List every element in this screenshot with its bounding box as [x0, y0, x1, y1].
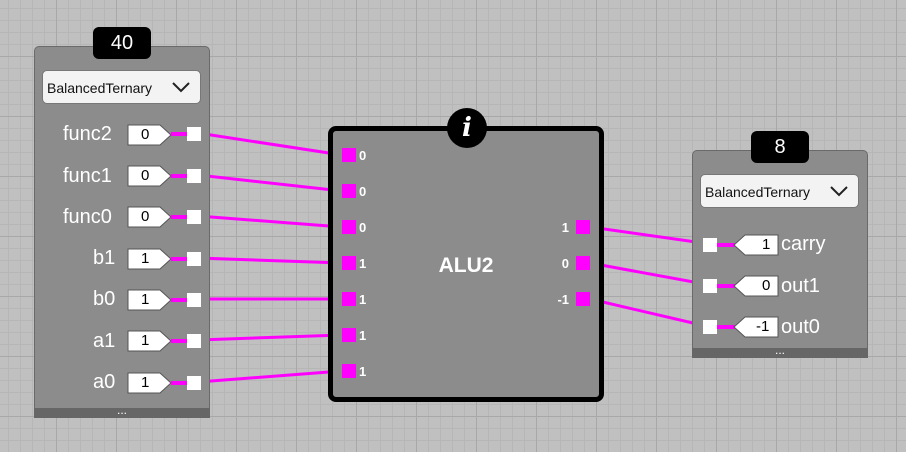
chip-input-pin-1[interactable]	[342, 148, 356, 162]
input-row-label-a0: a0	[93, 371, 116, 393]
chip-input-pin-label-7: 1	[359, 364, 367, 379]
chip-output-pin-1[interactable]	[576, 220, 590, 234]
input-port-a1[interactable]	[187, 334, 201, 348]
chip-output-pin-label-1: 1	[561, 220, 569, 235]
input-port-b0[interactable]	[187, 293, 201, 307]
output-mode-dropdown[interactable]: BalancedTernary	[700, 174, 859, 208]
input-row-label-a1: a1	[93, 330, 116, 352]
input-row-label-b1: b1	[93, 247, 116, 269]
input-tag-a0[interactable]	[127, 372, 173, 394]
chip-output-pin-label-3: -1	[557, 292, 569, 307]
wire-carry	[589, 225, 711, 246]
chevron-down-icon	[830, 186, 848, 197]
input-stub-func0	[171, 215, 187, 219]
output-value-carry: 1	[762, 236, 771, 253]
output-panel-footer[interactable]: ...	[692, 344, 868, 358]
wire-func2	[197, 131, 343, 157]
output-port-carry[interactable]	[703, 238, 717, 252]
chip-input-pin-5[interactable]	[342, 292, 356, 306]
output-stub-out0	[717, 325, 735, 329]
output-tag-out1	[733, 275, 779, 297]
input-value-b1: 1	[141, 250, 150, 267]
input-port-func1[interactable]	[187, 169, 201, 183]
output-port-out0[interactable]	[703, 320, 717, 334]
input-value-a1: 1	[141, 332, 150, 349]
wire-func1	[197, 173, 343, 193]
input-stub-b1	[171, 257, 187, 261]
chip-output-pin-label-2: 0	[561, 256, 569, 271]
input-port-func2[interactable]	[187, 127, 201, 141]
chip-input-pin-7[interactable]	[342, 364, 356, 378]
output-count-badge: 8	[751, 131, 809, 163]
output-row-label-carry: carry	[781, 233, 826, 255]
input-row-label-func0: func0	[63, 206, 112, 228]
chip-title: ALU2	[438, 254, 494, 277]
input-value-a0: 1	[141, 374, 150, 391]
wire-out1	[589, 261, 711, 287]
input-tag-b0[interactable]	[127, 289, 173, 311]
input-port-func0[interactable]	[187, 210, 201, 224]
input-tag-func0[interactable]	[127, 206, 173, 228]
chip-input-pin-label-6: 1	[359, 328, 367, 343]
chevron-down-icon	[172, 82, 190, 93]
input-value-func0: 0	[141, 208, 150, 225]
input-mode-label: BalancedTernary	[47, 80, 153, 96]
wire-func0	[197, 214, 343, 229]
chip-input-pin-label-5: 1	[359, 292, 367, 307]
input-mode-dropdown[interactable]: BalancedTernary	[42, 70, 201, 104]
wire-a0	[197, 369, 343, 384]
output-value-out0: -1	[756, 318, 770, 335]
input-stub-a1	[171, 339, 187, 343]
output-tag-carry	[733, 234, 779, 256]
chip-input-pin-4[interactable]	[342, 256, 356, 270]
input-stub-func1	[171, 174, 187, 178]
input-panel[interactable]: 40 BalancedTernary func2 0 func1 0 func0…	[34, 27, 210, 418]
wire-b1	[197, 256, 343, 265]
input-tag-func2[interactable]	[127, 124, 173, 146]
chip-output-pin-2[interactable]	[576, 256, 590, 270]
input-row-label-func2: func2	[63, 123, 112, 145]
input-tag-func1[interactable]	[127, 165, 173, 187]
input-port-b1[interactable]	[187, 252, 201, 266]
input-tag-a1[interactable]	[127, 330, 173, 352]
input-panel-footer[interactable]: ...	[34, 404, 210, 418]
input-stub-func2	[171, 132, 187, 136]
output-stub-out1	[717, 284, 735, 288]
chip-input-pin-2[interactable]	[342, 184, 356, 198]
output-tag-out0	[733, 316, 779, 338]
output-panel[interactable]: 8 BalancedTernary 1 carry 0 out1 -1 out0…	[692, 131, 868, 358]
output-row-label-out0: out0	[781, 316, 820, 338]
input-port-a0[interactable]	[187, 376, 201, 390]
chip-input-pin-label-3: 0	[359, 220, 367, 235]
chip-output-pin-3[interactable]	[576, 292, 590, 306]
output-value-out1: 0	[762, 277, 771, 294]
info-icon[interactable]: i	[447, 108, 487, 148]
chip-input-pin-3[interactable]	[342, 220, 356, 234]
chip-input-pin-label-2: 0	[359, 184, 367, 199]
input-stub-b0	[171, 298, 187, 302]
chip-input-pin-label-1: 0	[359, 148, 367, 163]
chip-input-pin-6[interactable]	[342, 328, 356, 342]
input-count-badge: 40	[93, 27, 151, 59]
output-port-out1[interactable]	[703, 279, 717, 293]
input-value-b0: 1	[141, 291, 150, 308]
input-value-func1: 0	[141, 167, 150, 184]
input-tag-b1[interactable]	[127, 248, 173, 270]
input-stub-a0	[171, 381, 187, 385]
input-value-func2: 0	[141, 126, 150, 143]
input-row-label-b0: b0	[93, 288, 116, 310]
wire-out0	[589, 297, 711, 329]
output-row-label-out1: out1	[781, 275, 820, 297]
chip-input-pin-label-4: 1	[359, 256, 367, 271]
wire-a1	[197, 333, 343, 342]
output-mode-label: BalancedTernary	[705, 184, 811, 200]
input-row-label-func1: func1	[63, 165, 112, 187]
alu2-chip[interactable]: ALU2 0 0 0 1 1 1 1 1 0 -1	[328, 126, 604, 402]
output-stub-carry	[717, 243, 735, 247]
